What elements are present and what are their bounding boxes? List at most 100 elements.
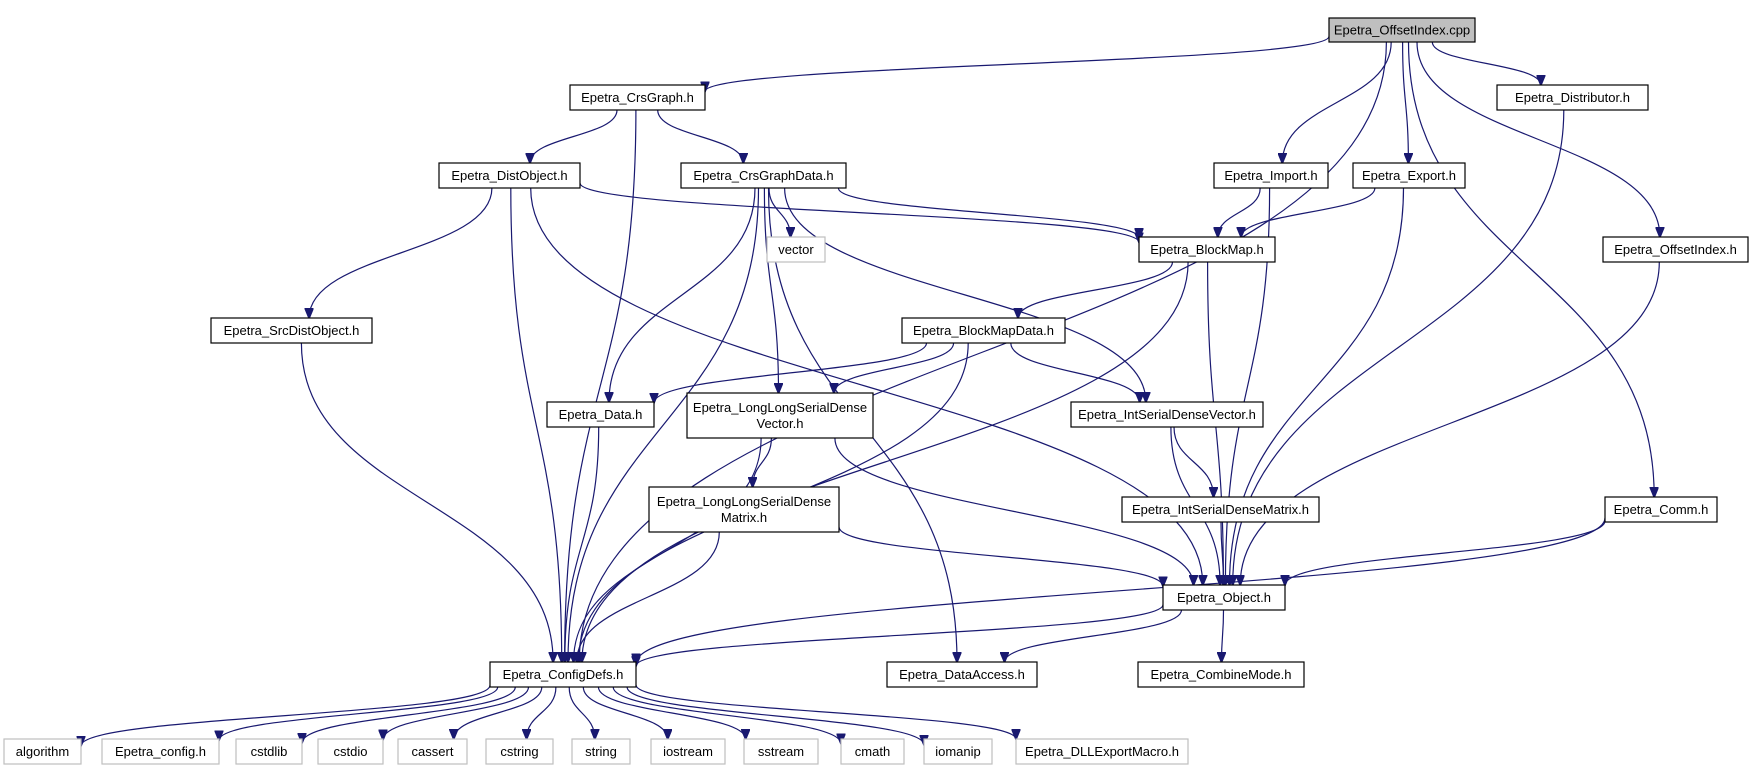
node-object[interactable]: Epetra_Object.h [1162,584,1286,611]
node-iomanip[interactable]: iomanip [923,738,993,765]
node-offsetindex[interactable]: Epetra_OffsetIndex.h [1602,236,1749,263]
edge-object-to-dataaccess [1005,609,1183,662]
edge-blockmapdata-to-intsdvector [1010,342,1140,402]
node-intsdvector[interactable]: Epetra_IntSerialDenseVector.h [1070,401,1264,428]
node-cstdlib[interactable]: cstdlib [235,738,303,765]
node-blockmap[interactable]: Epetra_BlockMap.h [1138,236,1276,263]
edge-distobject-to-object [530,187,1203,585]
node-intsdmatrix[interactable]: Epetra_IntSerialDenseMatrix.h [1121,496,1320,523]
node-box-cstring [485,738,554,765]
node-comm[interactable]: Epetra_Comm.h [1604,496,1718,523]
node-box-export [1352,162,1466,189]
node-box-sstream [743,738,819,765]
node-box-distobject [438,162,581,189]
edge-intsdvector-to-intsdmatrix [1173,426,1214,497]
node-srcdistobject[interactable]: Epetra_SrcDistObject.h [210,317,373,344]
node-label-object: Epetra_Object.h [1177,590,1271,605]
edges-layer [81,35,1660,745]
node-box-crsgraphdata [680,162,847,189]
node-dllexport[interactable]: Epetra_DLLExportMacro.h [1015,738,1189,765]
edge-distobject-to-srcdistobject [309,187,493,318]
node-combinemode[interactable]: Epetra_CombineMode.h [1137,661,1305,688]
edge-crsgraph-to-crsgraphdata [657,109,744,163]
node-box-iomanip [923,738,993,765]
node-algorithm[interactable]: algorithm [3,738,82,765]
node-cstdio[interactable]: cstdio [317,738,384,765]
node-label-distributor: Epetra_Distributor.h [1515,90,1630,105]
node-vector[interactable]: vector [766,236,826,263]
edge-blockmapdata-to-llsdvector [834,342,955,393]
edge-configdefs-to-cassert [454,686,543,739]
edge-configdefs-to-cstring [527,686,557,739]
node-label-root: Epetra_OffsetIndex.cpp [1334,23,1470,38]
edge-crsgraph-to-configdefs [565,109,637,662]
node-box-dataaccess [886,661,1038,688]
node-import[interactable]: Epetra_Import.h [1213,162,1329,189]
node-box-llsdmatrix [648,486,840,533]
node-blockmapdata[interactable]: Epetra_BlockMapData.h [901,317,1066,344]
node-export[interactable]: Epetra_Export.h [1352,162,1466,189]
edge-configdefs-to-iomanip [626,686,924,745]
node-dataaccess[interactable]: Epetra_DataAccess.h [886,661,1038,688]
node-box-offsetindex [1602,236,1749,263]
node-distobject[interactable]: Epetra_DistObject.h [438,162,581,189]
node-label-import: Epetra_Import.h [1224,168,1317,183]
node-string[interactable]: string [571,738,631,765]
edge-llsdmatrix-to-object [838,526,1163,586]
node-box-intsdmatrix [1121,496,1320,523]
edge-import-to-blockmap [1218,187,1261,237]
edge-intsdmatrix-to-object [1221,521,1224,585]
edge-root-to-import [1282,41,1392,163]
node-crsgraphdata[interactable]: Epetra_CrsGraphData.h [680,162,847,189]
node-distributor[interactable]: Epetra_Distributor.h [1496,84,1649,111]
node-label-configdefs: Epetra_ConfigDefs.h [503,667,624,682]
node-cstring[interactable]: cstring [485,738,554,765]
node-label-srcdistobject: Epetra_SrcDistObject.h [224,323,360,338]
edge-root-to-configdefs [579,41,1387,662]
node-box-cstdlib [235,738,303,765]
edge-root-to-export [1402,41,1409,163]
node-box-distributor [1496,84,1649,111]
node-label-dataaccess: Epetra_DataAccess.h [899,667,1025,682]
edge-srcdistobject-to-configdefs [300,342,553,662]
edge-llsdvector-to-object [834,437,1194,585]
node-box-root [1328,17,1476,43]
edge-configdefs-to-dllexport [635,684,1016,739]
node-label-iomanip: iomanip [935,744,981,759]
node-box-epetra_config [101,738,220,765]
node-label-cstring: cstring [500,744,538,759]
edge-distobject-to-blockmap [579,182,1139,242]
edge-blockmap-to-blockmapdata [1018,261,1174,318]
node-root[interactable]: Epetra_OffsetIndex.cpp [1328,17,1476,43]
edge-root-to-comm [1407,41,1655,497]
node-cmath[interactable]: cmath [840,738,905,765]
node-box-algorithm [3,738,82,765]
node-box-cstdio [317,738,384,765]
edge-configdefs-to-sstream [597,686,745,739]
node-sstream[interactable]: sstream [743,738,819,765]
edge-crsgraphdata-to-llsdvector [763,187,778,393]
edge-configdefs-to-cmath [612,686,841,744]
node-cassert[interactable]: cassert [397,738,468,765]
node-label-llsdvector: Vector.h [757,416,804,431]
node-label-cstdlib: cstdlib [251,744,288,759]
node-box-object [1162,584,1286,611]
edge-root-to-crsgraph [705,35,1330,91]
node-box-string [571,738,631,765]
node-label-iostream: iostream [663,744,713,759]
node-configdefs[interactable]: Epetra_ConfigDefs.h [489,661,637,688]
node-box-vector [766,236,826,263]
node-label-epetra_config: Epetra_config.h [115,744,206,759]
node-data[interactable]: Epetra_Data.h [546,401,655,428]
node-box-llsdvector [686,392,874,439]
node-epetra_config[interactable]: Epetra_config.h [101,738,220,765]
node-box-dllexport [1015,738,1189,765]
node-crsgraph[interactable]: Epetra_CrsGraph.h [569,84,706,111]
node-label-intsdvector: Epetra_IntSerialDenseVector.h [1078,407,1256,422]
edge-configdefs-to-iostream [582,686,667,739]
node-iostream[interactable]: iostream [650,738,726,765]
node-label-blockmap: Epetra_BlockMap.h [1150,242,1263,257]
node-label-combinemode: Epetra_CombineMode.h [1151,667,1292,682]
